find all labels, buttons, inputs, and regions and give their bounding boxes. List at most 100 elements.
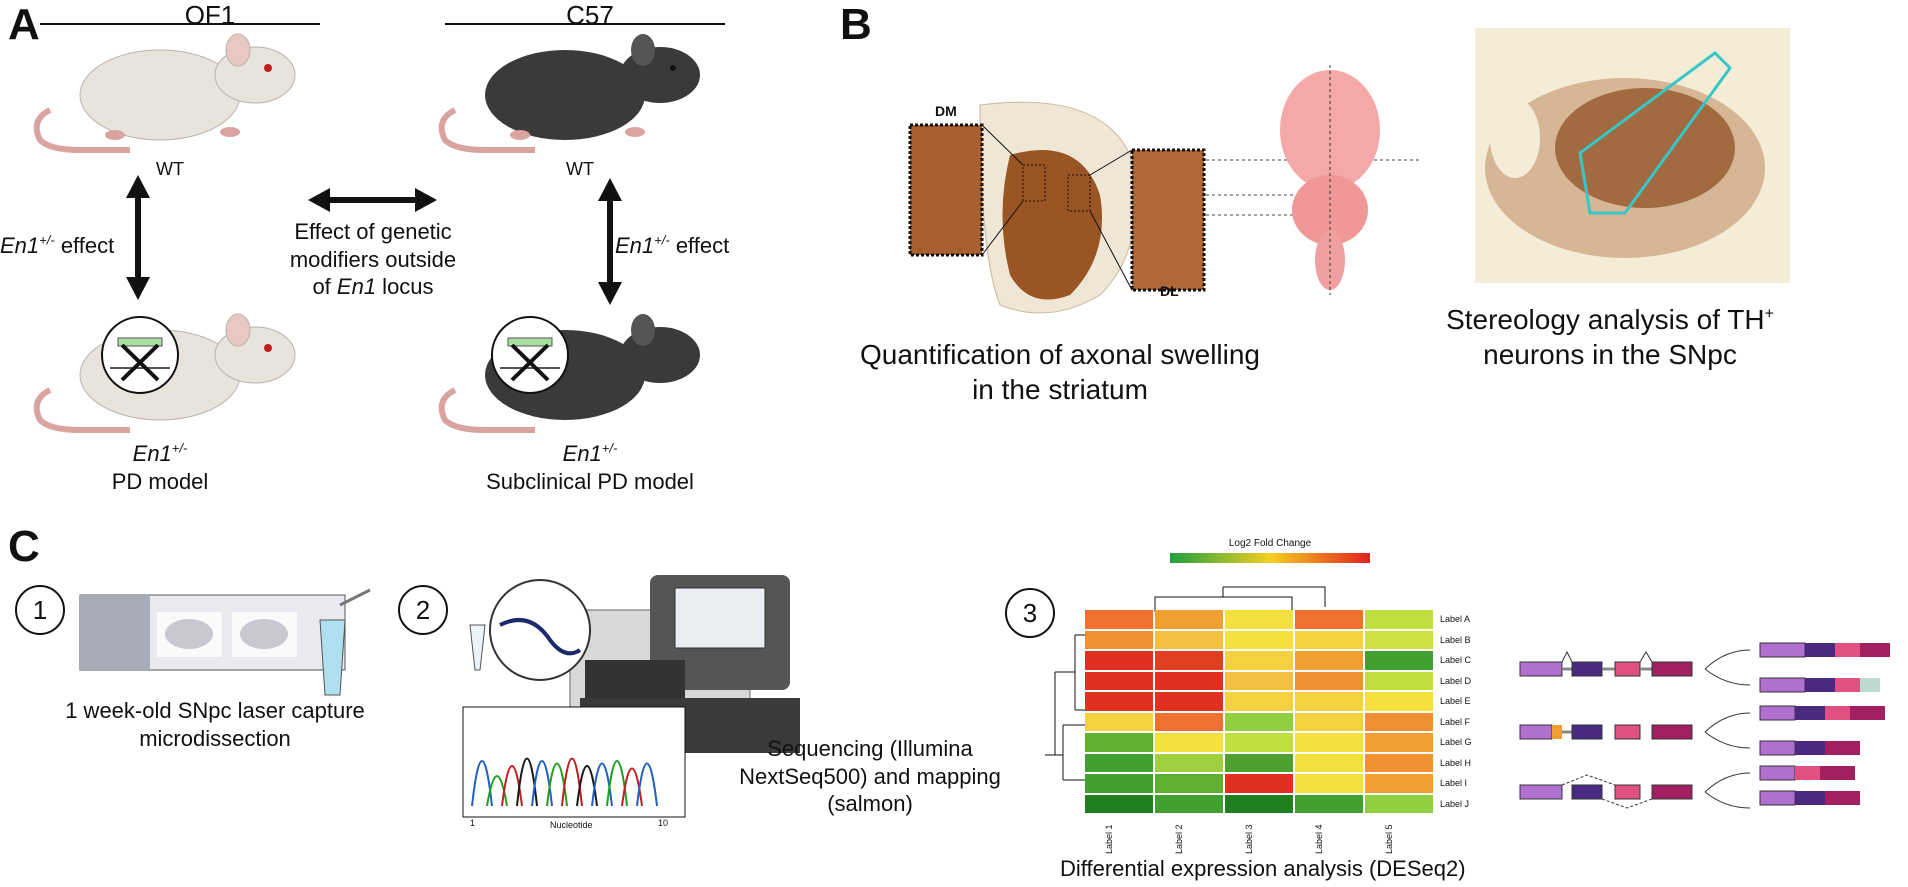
heatmap-cell [1155,753,1223,772]
arrow-vertical-right-icon [598,178,622,305]
heatmap-cell [1155,692,1223,711]
step-2-line-1: Sequencing (Illumina [767,736,973,761]
heatmap-cell [1085,794,1153,813]
step-1-line-2: microdissection [139,725,291,751]
heatmap-cell [1085,671,1153,690]
gene-name: En1 [562,441,602,466]
mouse-en1-c57-icon [438,314,700,433]
heatmap-cell [1295,671,1363,690]
heatmap-row-label: Label J [1440,798,1470,809]
heatmap-cell [1295,610,1363,629]
heatmap-cell [1225,630,1293,649]
strain-underline-c57 [445,23,725,25]
panel-a-mice-drawing [33,33,700,433]
strain-label-of1: OF1 [184,0,236,30]
striatum-section-drawing [908,101,1420,314]
heatmap-cell [1155,733,1223,752]
strain-underline-of1 [40,23,320,25]
heatmap-cell [1365,712,1433,731]
heatmap-cell [1225,651,1293,670]
step-1-line-1: 1 week-old SNpc laser capture [65,698,365,723]
step-1-badge: 1 [15,585,65,635]
whole-brain-drawing [1280,65,1380,295]
heatmap-row-label: Label B [1440,634,1471,645]
chromatogram-tick-end: 10 [658,818,669,828]
step-2-line-3: (salmon) [827,791,913,816]
wt-label-of1: WT [156,159,184,179]
heatmap-row-dendrogram [1045,634,1085,781]
heatmap-cell [1225,610,1293,629]
heatmap-cell [1085,630,1153,649]
heatmap-row-label: Label G [1440,737,1472,748]
gene-name: En1 [132,441,172,466]
step-3-badge: 3 [1005,588,1055,638]
heatmap-cell [1295,774,1363,793]
heatmap-cell [1295,651,1363,670]
caption-line-1: Stereology analysis of TH [1446,304,1765,335]
mouse-en1-of1-icon [33,313,296,433]
caption-axonal-swelling: Quantification of axonal swelling in the… [830,337,1290,407]
snpc-micrograph [1475,28,1790,283]
caption-stereology: Stereology analysis of TH+ neurons in th… [1420,302,1800,372]
heatmap-cell [1085,651,1153,670]
heatmap-col-dendrogram [1154,586,1326,612]
mouse-wt-c57-icon [438,34,700,153]
heatmap-cell [1225,712,1293,731]
panel-a-letter: A [8,0,40,49]
heatmap-cell [1365,692,1433,711]
dl-label: DL [1160,283,1179,299]
dl-inset-icon [1130,148,1206,292]
subclinical-model-text: Subclinical PD model [486,468,694,494]
center-line-3-gene: En1 [336,274,377,299]
heatmap-caption: Differential expression analysis (DESeq2… [1060,856,1466,881]
heatmap-col-label: Label 3 [1244,824,1254,854]
heatmap-cell [1155,630,1223,649]
heatmap-row-label: Label E [1440,696,1471,707]
heatmap-cell [1225,753,1293,772]
heatmap-row-label: Label A [1440,614,1471,625]
gene-name: En1 [615,233,655,258]
heatmap-cell [1365,630,1433,649]
arrow-horizontal-center-icon [308,188,437,212]
caption-superscript: + [1764,305,1774,323]
heatmap-colorbar-title: Log2 Fold Change [1228,538,1312,549]
effect-word: effect [669,233,730,258]
heatmap-row-label: Label I [1440,778,1468,789]
heatmap-cell [1365,753,1433,772]
chromatogram-drawing [462,706,686,818]
heatmap-row-label: Label C [1440,655,1472,666]
mouse-wt-of1-icon [33,33,296,153]
heatmap-cell [1365,610,1433,629]
heatmap-col-label: Label 1 [1104,824,1114,854]
heatmap-row-label: Label H [1440,757,1472,768]
caption-line-2: neurons in the SNpc [1483,339,1737,370]
en1-effect-left: En1+/- effect [0,232,140,260]
heatmap-cell [1365,733,1433,752]
heatmap-cell [1085,774,1153,793]
heatmap-cell [1085,712,1153,731]
center-line-3-post: locus [376,274,434,299]
heatmap-cell [1365,774,1433,793]
heatmap-cell [1085,692,1153,711]
panel-c-letter: C [8,522,40,571]
lcm-slide-drawing [79,588,371,696]
isoform-row-2 [1519,705,1885,756]
heatmap-cell [1295,692,1363,711]
heatmap-grid [1085,610,1435,815]
genotype-superscript: +/- [601,440,618,456]
genotype-superscript: +/- [654,232,670,248]
genotype-superscript: +/- [171,440,188,456]
arrow-vertical-left-icon [126,175,150,300]
step-2-line-2: NextSeq500) and mapping [739,763,1001,789]
heatmap-cell [1365,794,1433,813]
dm-inset-icon [908,123,984,257]
en1-effect-right: En1+/- effect [615,232,755,260]
heatmap-cell [1225,692,1293,711]
heatmap-cell [1085,610,1153,629]
heatmap-row-label: Label F [1440,716,1471,727]
genotype-superscript: +/- [39,232,55,248]
heatmap-cell [1365,651,1433,670]
heatmap-cell [1295,712,1363,731]
